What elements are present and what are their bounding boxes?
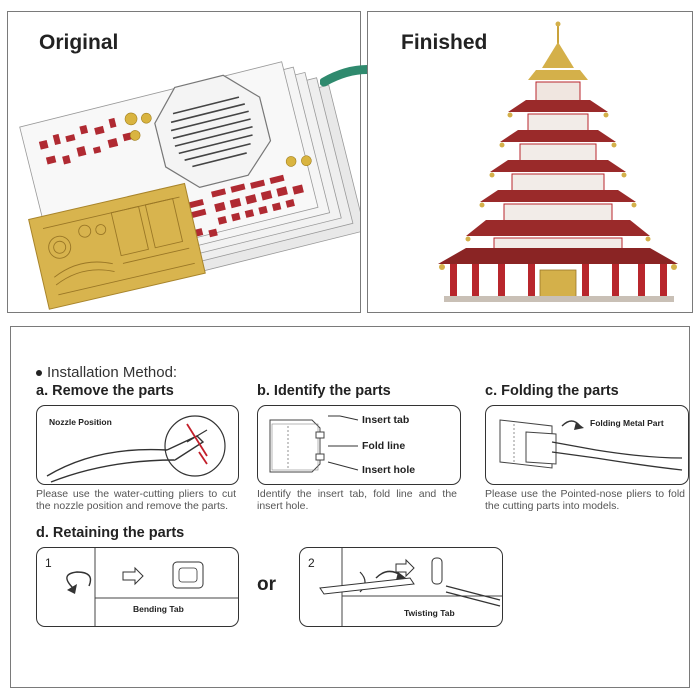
insert-hole-label: Insert hole [362,464,416,476]
installation-heading: Installation Method: [47,364,178,381]
step-d-title: d. Retaining the parts [36,525,185,541]
original-title: Original [39,31,119,54]
option1-number: 1 [45,556,52,570]
bending-tab-diagram [66,548,238,626]
pliers-cutting-icon [46,415,226,483]
option2-number: 2 [308,556,315,570]
metal-sheets-image [19,61,366,310]
twisting-tab-label: Twisting Tab [404,608,455,618]
or-separator: or [257,574,276,595]
step-a-illustration: Nozzle Position [36,405,239,485]
step-b-description: Identify the insert tab, fold line and t… [257,488,457,512]
original-panel: Original [7,11,366,313]
finished-panel: Finished [367,11,693,313]
fold-line-label: Fold line [362,440,406,452]
step-b-title: b. Identify the parts [257,383,391,399]
step-a-description: Please use the water-cutting pliers to c… [36,488,236,512]
insert-tab-label: Insert tab [362,414,410,426]
metal-part-diagram [269,415,359,473]
nozzle-position-label: Nozzle Position [49,417,112,427]
step-d-option2-illustration: 2 Twisting Tab [299,547,503,627]
pagoda-model-image [438,21,678,302]
step-d-option1-illustration: 1 Bending Tab [36,547,239,627]
finished-title: Finished [401,31,488,54]
bending-tab-label: Bending Tab [133,604,184,614]
pliers-folding-icon [499,419,683,471]
step-b-illustration: Insert tab Fold line Insert hole [257,405,461,485]
step-c-description: Please use the Pointed-nose pliers to fo… [485,488,685,512]
step-c-illustration: Folding Metal Part [485,405,689,485]
bullet-icon [36,370,42,376]
folding-metal-part-label: Folding Metal Part [590,418,664,428]
step-c-title: c. Folding the parts [485,383,619,399]
step-a-title: a. Remove the parts [36,383,174,399]
twisting-tab-diagram [319,548,502,626]
installation-panel: Installation Method: a. Remove the parts… [10,326,690,688]
